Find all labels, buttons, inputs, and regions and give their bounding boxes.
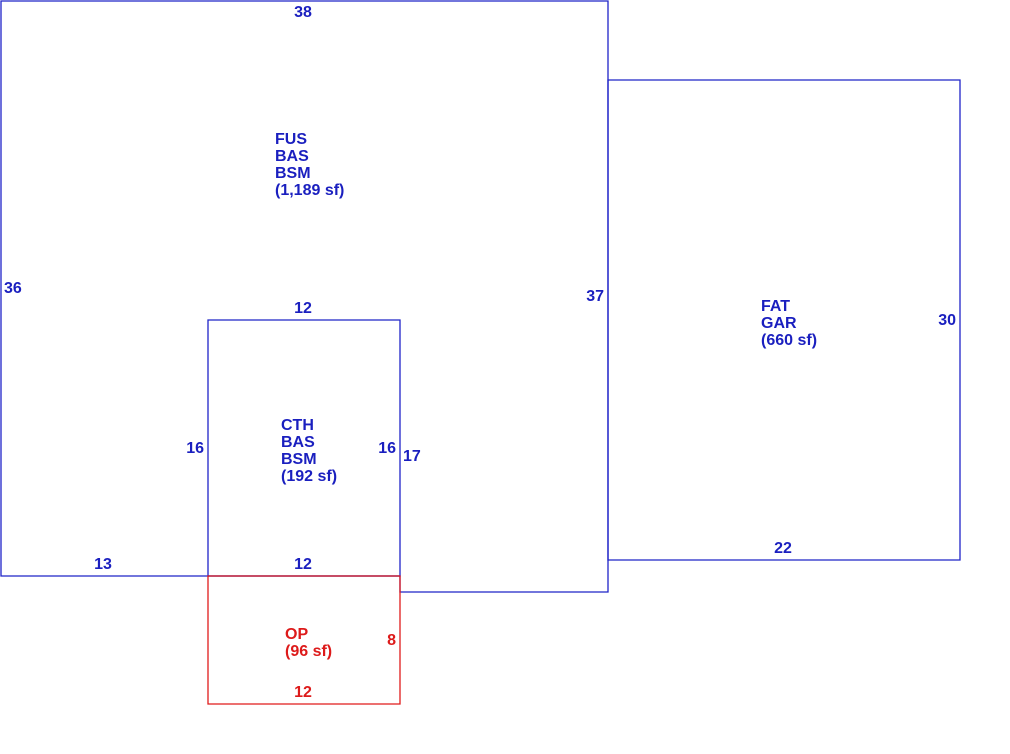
garage-area-code-1: FAT <box>761 298 790 315</box>
garage-area-size: (660 sf) <box>761 332 817 349</box>
main-area-size: (1,189 sf) <box>275 182 344 199</box>
porch-bottom-dimension: 12 <box>294 684 312 701</box>
garage-right-dimension: 30 <box>938 312 956 329</box>
garage-bottom-dimension: 22 <box>774 540 792 557</box>
cth-right-inner-dimension: 16 <box>378 440 396 457</box>
main-house-outline <box>0 0 609 593</box>
cth-area-code-2: BAS <box>281 434 315 451</box>
porch-right-dimension: 8 <box>387 632 396 649</box>
garage-area-code-2: GAR <box>761 315 797 332</box>
main-right-dimension: 37 <box>586 288 604 305</box>
porch-area-code: OP <box>285 626 308 643</box>
cth-area-code-1: CTH <box>281 417 314 434</box>
cth-bottom-dimension: 12 <box>294 556 312 573</box>
main-bottom-left-dimension: 13 <box>94 556 112 573</box>
cth-area-size: (192 sf) <box>281 468 337 485</box>
main-left-dimension: 36 <box>4 280 22 297</box>
cth-left-dimension: 16 <box>186 440 204 457</box>
main-top-dimension: 38 <box>294 4 312 21</box>
porch-area-size: (96 sf) <box>285 643 332 660</box>
main-area-code-3: BSM <box>275 165 311 182</box>
cth-right-outer-dimension: 17 <box>403 448 421 465</box>
main-area-code-1: FUS <box>275 131 307 148</box>
porch-outline <box>207 575 401 705</box>
garage-outline <box>607 79 961 561</box>
cth-area-code-3: BSM <box>281 451 317 468</box>
cth-top-dimension: 12 <box>294 300 312 317</box>
main-area-code-2: BAS <box>275 148 309 165</box>
